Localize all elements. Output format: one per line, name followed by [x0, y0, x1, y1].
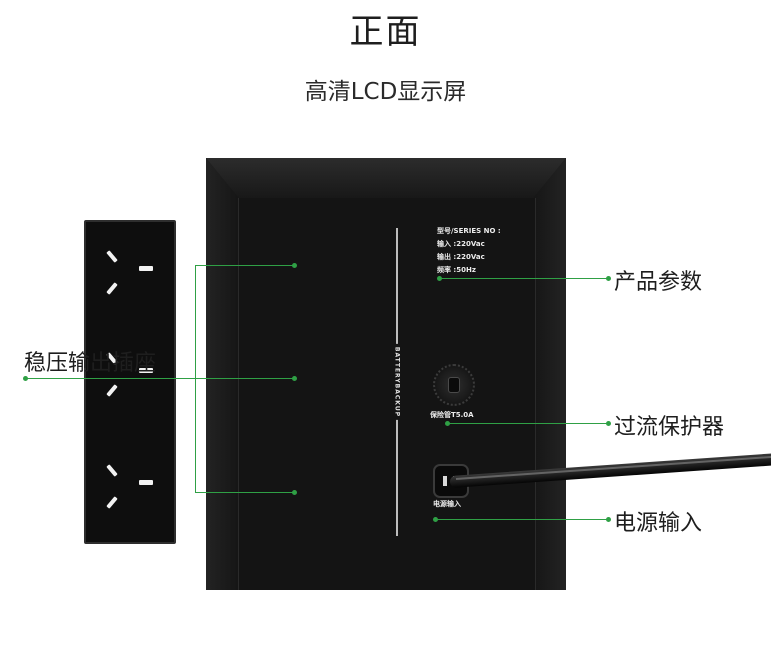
callout-dot: [23, 376, 28, 381]
outlet-slot: [106, 282, 118, 295]
callout-dot: [433, 517, 438, 522]
callout-dot: [606, 517, 611, 522]
callout-dot: [437, 276, 442, 281]
callout-line: [25, 378, 195, 379]
callout-label-power: 电源输入: [614, 511, 703, 536]
socket-plate: [84, 220, 176, 544]
device-body: [206, 158, 566, 590]
callout-line: [195, 492, 295, 493]
device-bevel-left: [206, 158, 238, 590]
device-panel: [238, 198, 536, 590]
outlet-slot: [106, 464, 118, 477]
callout-dot: [606, 276, 611, 281]
outlet-2: [95, 338, 165, 418]
outlet-slot: [106, 384, 118, 397]
callout-dot: [292, 376, 297, 381]
callout-line: [440, 278, 608, 279]
device-bevel-top: [206, 158, 566, 198]
callout-line: [195, 378, 295, 379]
callout-dot: [292, 263, 297, 268]
fuse-knob[interactable]: [433, 364, 475, 406]
callout-bracket: [195, 265, 196, 493]
fuse-knob-center: [448, 377, 460, 393]
callout-line: [448, 423, 608, 424]
spec-output: 输出 :220Vac: [437, 253, 485, 261]
callout-dot: [292, 490, 297, 495]
outlet-slot: [139, 266, 153, 271]
battery-backup-label: BATTERYBACKUP: [393, 343, 401, 421]
outlet-slot: [106, 250, 118, 263]
outlet-slot: [106, 496, 118, 509]
inlet-prong: [443, 476, 447, 486]
device-bevel-right: [534, 158, 566, 590]
page-subtitle: 高清LCD显示屏: [304, 79, 467, 105]
callout-line: [195, 265, 295, 266]
callout-dot: [445, 421, 450, 426]
spec-series: 型号/SERIES NO :: [437, 227, 501, 235]
callout-label-fuse: 过流保护器: [614, 415, 725, 440]
outlet-slot: [139, 368, 153, 373]
spec-frequency: 频率 :50Hz: [437, 266, 476, 274]
spec-input: 输入 :220Vac: [437, 240, 485, 248]
callout-label-outlets: 稳压输出插座: [24, 351, 157, 376]
fuse-label: 保险管T5.0A: [430, 411, 474, 419]
outlet-3: [95, 450, 165, 530]
outlet-1: [95, 236, 165, 316]
page-title: 正面: [349, 12, 422, 52]
callout-line: [436, 519, 608, 520]
callout-dot: [606, 421, 611, 426]
outlet-slot: [139, 480, 153, 485]
power-inlet-label: 电源输入: [433, 500, 461, 508]
callout-label-specs: 产品参数: [614, 270, 703, 295]
